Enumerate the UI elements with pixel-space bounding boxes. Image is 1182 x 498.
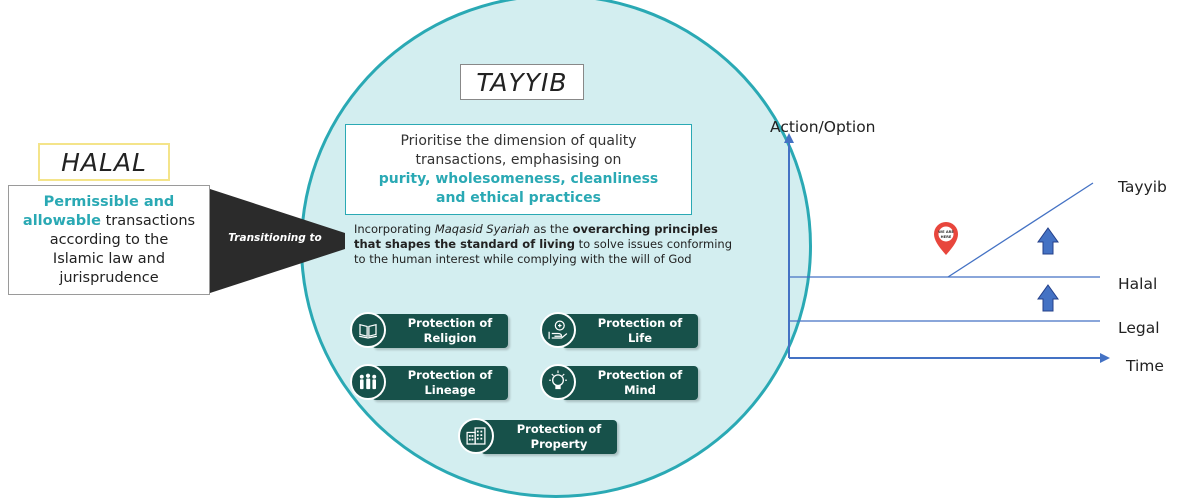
up-arrow-icon <box>1037 227 1059 255</box>
transition-label: Transitioning to <box>228 232 322 244</box>
x-axis-arrowhead <box>1100 353 1110 363</box>
maqasid-italic: Maqasid Syariah <box>434 222 530 236</box>
pill-line-1: Protection of <box>597 368 683 382</box>
halal-line-2-rest: transactions <box>100 212 196 229</box>
protection-lineage-pill: Protection of Lineage <box>372 366 508 400</box>
maqasid-text: Incorporating Maqasid Syariah as the ove… <box>354 222 734 267</box>
pill-line-2: Life <box>627 331 653 345</box>
pill-line-2: Religion <box>423 331 477 345</box>
protection-mind-pill: Protection of Mind <box>562 366 698 400</box>
tayyib-rising-line <box>947 182 1094 278</box>
halal-title: HALAL <box>38 143 170 181</box>
halal-teal-line-1: Permissible and <box>43 193 175 210</box>
level-label-halal: Halal <box>1118 275 1158 293</box>
family-icon <box>350 364 386 400</box>
pill-line-1: Protection of <box>597 316 683 330</box>
maqasid-prefix: Incorporating <box>354 222 435 236</box>
transition-wedge <box>210 189 345 293</box>
pill-line-2: Mind <box>624 383 656 397</box>
marker-text-bottom: HERE <box>941 235 952 239</box>
y-axis-label: Action/Option <box>770 118 876 136</box>
quality-line-2: transactions, emphasising on <box>415 151 622 168</box>
x-axis-label: Time <box>1126 357 1164 375</box>
hand-heart-icon <box>540 312 576 348</box>
marker-text-top: WE ARE <box>938 230 954 234</box>
pill-line-1: Protection of <box>407 368 493 382</box>
pill-line-2: Lineage <box>424 383 476 397</box>
quality-teal-line-1: purity, wholesomeness, cleanliness <box>378 170 659 187</box>
halal-line-4: Islamic law and <box>52 250 166 267</box>
protection-life-pill: Protection of Life <box>562 314 698 348</box>
protection-religion-pill: Protection of Religion <box>372 314 508 348</box>
halal-line-5: jurisprudence <box>59 269 159 286</box>
pill-line-2: Property <box>530 437 588 451</box>
maqasid-suffix: to solve issues conforming to the human … <box>354 237 732 266</box>
halal-teal-line-2: allowable <box>22 212 101 229</box>
quality-box: Prioritise the dimension of quality tran… <box>345 124 692 215</box>
building-icon <box>458 418 494 454</box>
pill-line-1: Protection of <box>407 316 493 330</box>
halal-description: Permissible and allowable transactions a… <box>8 185 210 295</box>
pill-line-1: Protection of <box>516 422 602 436</box>
level-label-legal: Legal <box>1118 319 1160 337</box>
halal-line-3: according to the <box>49 231 169 248</box>
y-axis-arrowhead <box>784 133 794 143</box>
tayyib-title: TAYYIB <box>460 64 584 100</box>
location-marker-icon: WE ARE HERE <box>934 222 958 255</box>
progression-chart: WE ARE HERE <box>784 133 1110 363</box>
maqasid-bold: overarching principles that shapes the s… <box>354 222 718 251</box>
maqasid-mid: as the <box>529 222 573 236</box>
quality-line-1: Prioritise the dimension of quality <box>400 132 637 149</box>
lightbulb-icon <box>540 364 576 400</box>
quran-book-icon <box>350 312 386 348</box>
level-label-tayyib: Tayyib <box>1118 178 1167 196</box>
quality-teal-line-2: and ethical practices <box>436 189 601 206</box>
up-arrow-icon <box>1037 284 1059 312</box>
protection-property-pill: Protection of Property <box>481 420 617 454</box>
